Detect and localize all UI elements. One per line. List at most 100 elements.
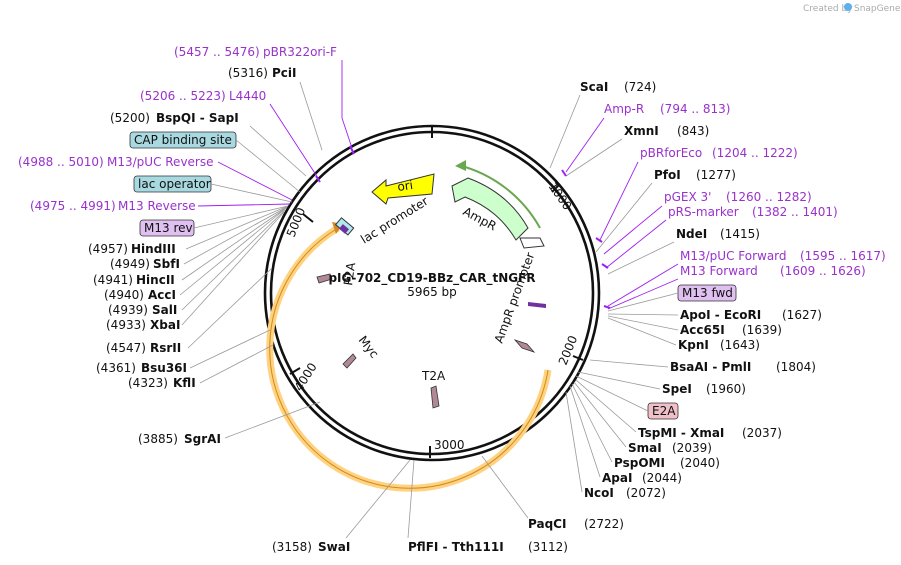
site-pos-sbfi: (4949) [110,257,150,271]
primer-m13-puc-forward[interactable]: M13/pUC Forward [680,249,787,263]
site-pos-kpni: (1643) [720,338,760,352]
lead-bspqi [249,125,307,177]
primer-prs-marker[interactable]: pRS-marker [668,205,739,219]
primer-m13-reverse[interactable]: M13 Reverse [118,199,196,213]
lead-e2a [575,375,649,412]
lead-pfoi [595,182,653,253]
lac-operator-label: lac operator [138,177,211,191]
lead-swai [345,459,411,539]
lead-ncoi [565,391,583,493]
primer-m13-puc-reverse[interactable]: M13/pUC Reverse [107,155,214,169]
primer-mark-amp-r [561,169,567,177]
site-smai[interactable]: SmaI [628,441,662,455]
site-acc65i[interactable]: Acc65I [680,323,725,337]
lead-m13-puc-forward [607,263,679,307]
lead-ndei [607,241,675,275]
site-kfli[interactable]: KflI [173,376,196,390]
site-pos-acc65i: (1639) [742,323,782,337]
site-bsaai-pmli[interactable]: BsaAI - PmlI [670,360,751,374]
site-pos-apoi: (1627) [782,308,822,322]
site-pfoi[interactable]: PfoI [654,168,681,182]
primer-range-prs-marker: (1382 .. 1401) [752,205,838,219]
ampr-promoter-label: AmpR promoter [492,251,538,345]
ruler-label-1000: 1000 [546,180,575,213]
lac-promoter-label: lac promoter [358,194,431,247]
e2a-feature [513,339,536,353]
lead-tspmi [575,379,637,433]
primer-amp-r[interactable]: Amp-R [604,102,644,116]
lead-pflfi [407,459,415,539]
site-hindiii[interactable]: HindIII [131,242,176,256]
site-swai[interactable]: SwaI [318,540,350,554]
primer-range-pbr322ori-f: (5457 .. 5476) [174,45,260,59]
p2a-label: P2A [341,261,358,287]
p2a-feature [316,273,333,284]
site-rsrii[interactable]: RsrII [150,341,181,355]
site-apai[interactable]: ApaI [602,471,632,485]
cap-binding-site-label: CAP binding site [134,133,232,147]
site-sali[interactable]: SalI [152,303,177,317]
primer-range-pbrforeco: (1204 .. 1222) [712,146,798,160]
site-ncoi[interactable]: NcoI [584,486,614,500]
lead-sgrai [224,401,321,439]
lead-kpni [607,317,677,346]
lead-kfli [199,344,274,384]
primer-pgex3[interactable]: pGEX 3' [664,190,711,204]
site-pos-xmni: (843) [677,124,709,138]
primer-mark-prs-marker [601,263,609,269]
lead-pgex3 [603,205,663,255]
site-kpni[interactable]: KpnI [678,338,709,352]
lead-acc65i [607,315,679,331]
right-site-cluster: ApoI - EcoRI (1627) Acc65I (1639) KpnI (… [607,308,822,352]
site-pos-scai: (724) [624,80,656,94]
primer-pbrforeco[interactable]: pBRforEco [640,146,702,160]
site-pos-pcii: (5316) [228,66,268,80]
m13-fwd-label: M13 fwd [682,286,733,300]
site-pos-pspomi: (2040) [680,456,720,470]
site-pos-sali: (4939) [108,303,148,317]
site-pos-pfoi: (1277) [696,168,736,182]
site-hincii[interactable]: HincII [136,273,175,287]
site-scai[interactable]: ScaI [580,80,608,94]
lead-scai [549,94,581,169]
left-site-cluster: (4957) HindIII (4949) SbfI (4941) HincII… [88,205,289,332]
lead-xmni [565,138,623,177]
e2a-label: E2A [652,404,676,418]
t2a-label: T2A [421,369,446,383]
site-bspqi-sapi[interactable]: BspQI - SapI [156,111,239,125]
primer-m13-forward[interactable]: M13 Forward [680,264,758,278]
primer-l4440[interactable]: L4440 [229,89,266,103]
site-pos-apai: (2044) [642,471,682,485]
site-pos-paqci: (2722) [584,517,624,531]
myc-feature [342,353,357,369]
primer-range-pgex3: (1260 .. 1282) [726,190,812,204]
site-pflfi-tth111i[interactable]: PflFI - Tth111I [408,540,504,554]
site-xbai[interactable]: XbaI [150,318,180,332]
site-spei[interactable]: SpeI [662,382,692,396]
site-sgrai[interactable]: SgrAI [184,432,221,446]
site-apoi-ecori[interactable]: ApoI - EcoRI [680,308,761,322]
site-ndei[interactable]: NdeI [676,227,707,241]
ruler-tick-2000 [572,355,584,361]
site-xmni[interactable]: XmnI [624,124,659,138]
site-bsu36i[interactable]: Bsu36I [141,361,187,375]
lead-m13-fwd [607,292,679,312]
site-pos-ncoi: (2072) [626,486,666,500]
primer-range-m13-puc-reverse: (4988 .. 5010) [18,155,104,169]
primer-range-amp-r: (794 .. 813) [660,102,730,116]
site-pos-bsu36i: (4361) [96,361,136,375]
site-pos-sgrai: (3885) [138,432,178,446]
site-paqci[interactable]: PaqCI [528,517,566,531]
site-pspomi[interactable]: PspOMI [614,456,665,470]
snapgene-logo-icon [844,3,852,11]
site-tspmi-xmai[interactable]: TspMI - XmaI [638,426,724,440]
site-pcii[interactable]: PciI [272,66,297,80]
lead-pspomi [571,383,613,463]
ampr-outer-arc [457,164,541,229]
plasmid-size: 5965 bp [407,285,457,299]
site-acci[interactable]: AccI [148,288,176,302]
site-sbfi[interactable]: SbfI [153,257,180,271]
m13-rev-marker [339,224,349,234]
ori-label: ori [396,178,413,194]
primer-pbr322ori-f[interactable]: pBR322ori-F [263,45,337,59]
